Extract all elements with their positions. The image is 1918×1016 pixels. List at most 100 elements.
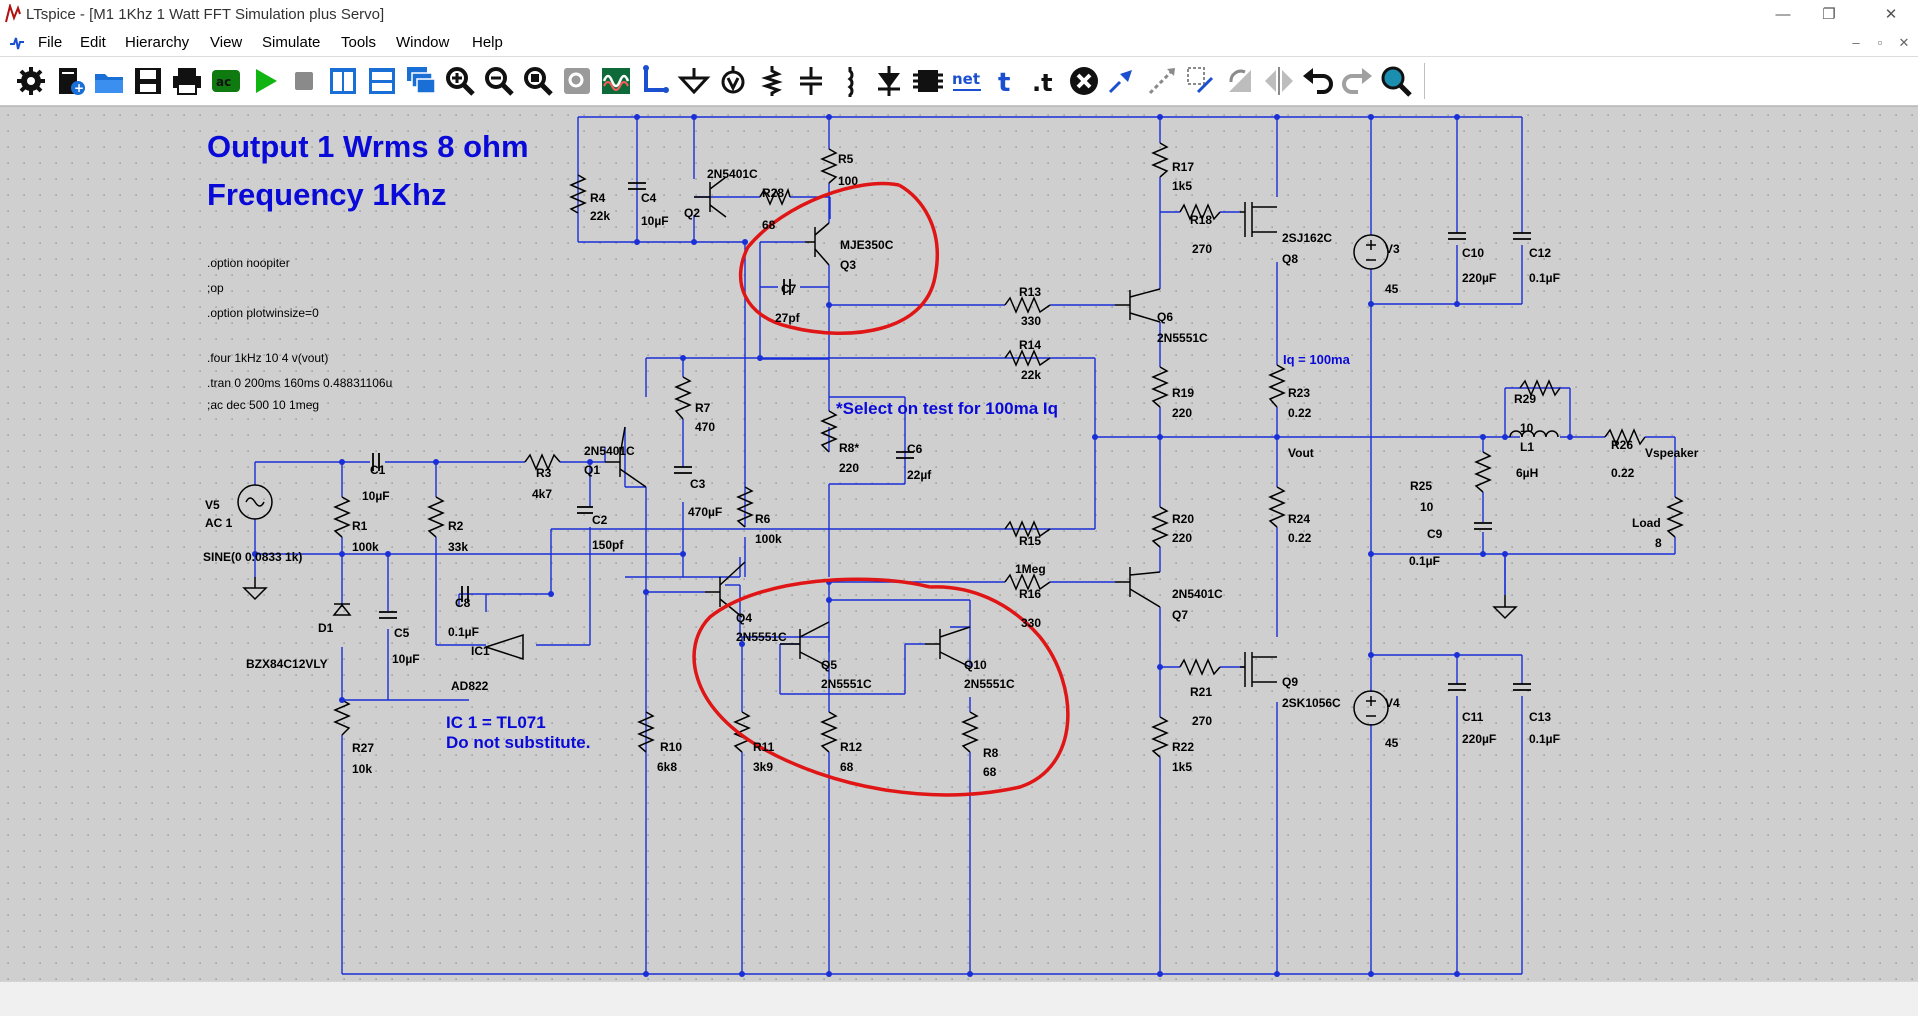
label-Q7-name[interactable]: Q7 [1172,608,1188,622]
menu-tools[interactable]: Tools [341,34,377,51]
tile-vertical-icon[interactable] [326,64,360,98]
menu-file[interactable]: File [38,34,63,51]
menu-edit[interactable]: Edit [80,34,106,51]
label-R20-name[interactable]: R20 [1172,512,1194,526]
label-C2-value[interactable]: 150pf [592,538,624,552]
label-R28-value[interactable]: 68 [762,218,776,232]
label-R18-name[interactable]: R18 [1190,213,1212,227]
label-R8star-value[interactable]: 220 [839,461,859,475]
label-Q1-part[interactable]: 2N5401C [584,444,635,458]
note-iq[interactable]: Iq = 100ma [1283,352,1351,367]
label-C10-value[interactable]: 220µF [1462,271,1496,285]
label-R23-name[interactable]: R23 [1288,386,1310,400]
schematic-doc-icon[interactable] [8,34,26,52]
label-Q8-part[interactable]: 2SJ162C [1282,231,1332,245]
label-C8-name[interactable]: C8 [455,596,471,610]
find-icon[interactable] [1379,64,1413,98]
label-R19-value[interactable]: 220 [1172,406,1192,420]
schematic-drawing[interactable]: Output 1 Wrms 8 ohm Frequency 1Khz .opti… [0,107,1918,981]
label-C13-value[interactable]: 0.1µF [1529,732,1560,746]
label-Q4-part[interactable]: 2N5551C [736,630,787,644]
ltspice-app-icon[interactable] [4,4,22,24]
label-load-value[interactable]: 8 [1655,536,1662,550]
label-Q7-part[interactable]: 2N5401C [1172,587,1223,601]
zoom-out-icon[interactable] [482,64,516,98]
label-R2-value[interactable]: 33k [448,540,468,554]
component-icon[interactable] [911,64,945,98]
label-Q10-name[interactable]: Q10 [964,658,987,672]
label-Q9-part[interactable]: 2SK1056C [1282,696,1341,710]
label-R14-name[interactable]: R14 [1019,338,1041,352]
label-C6-value[interactable]: 22µf [907,468,932,482]
label-R21-name[interactable]: R21 [1190,685,1212,699]
spice-directive-icon[interactable]: .t [1028,64,1062,98]
window-close-button[interactable]: ✕ [1884,6,1898,23]
label-V3-name[interactable]: V3 [1385,242,1400,256]
halt-icon[interactable] [287,64,321,98]
spice-directive-noopiter[interactable]: .option noopiter [207,256,290,270]
label-R13-name[interactable]: R13 [1019,285,1041,299]
label-R2-name[interactable]: R2 [448,519,464,533]
label-R8-value[interactable]: 68 [983,765,997,779]
label-R3-name[interactable]: R3 [536,466,552,480]
rotate-icon[interactable] [1223,64,1257,98]
label-C7-value[interactable]: 27pf [775,311,801,325]
label-R21-value[interactable]: 270 [1192,714,1212,728]
label-Q2-part[interactable]: 2N5401C [707,167,758,181]
waveform-icon[interactable] [599,64,633,98]
schematic-canvas[interactable]: Output 1 Wrms 8 ohm Frequency 1Khz .opti… [0,106,1918,981]
document-close-button[interactable]: ✕ [1898,35,1910,50]
label-R29-value[interactable]: 10 [1520,421,1534,435]
tile-horizontal-icon[interactable] [365,64,399,98]
net-label-vspeaker[interactable]: Vspeaker [1645,446,1699,460]
spice-netlist-icon[interactable]: net [950,64,984,98]
label-R27-value[interactable]: 10k [352,762,372,776]
label-R28-name[interactable]: R28 [762,186,784,200]
label-C7-name[interactable]: C7 [781,282,797,296]
label-L1-name[interactable]: L1 [1520,440,1534,454]
spice-directive-ac[interactable]: ;ac dec 500 10 1meg [207,398,319,412]
spice-directive-plotwinsize[interactable]: .option plotwinsize=0 [207,306,319,320]
schematic-title-line1[interactable]: Output 1 Wrms 8 ohm [207,129,529,164]
schematic-title-line2[interactable]: Frequency 1Khz [207,177,446,212]
label-C11-value[interactable]: 220µF [1462,732,1496,746]
label-R11-name[interactable]: R11 [753,740,775,754]
drag-icon[interactable] [1184,64,1218,98]
label-R8star-name[interactable]: R8* [839,441,859,455]
label-R6-value[interactable]: 100k [755,532,782,546]
settings-gear-icon[interactable] [14,64,48,98]
label-Q8-name[interactable]: Q8 [1282,252,1298,266]
label-R25-value[interactable]: 10 [1420,500,1434,514]
label-R4-value[interactable]: 22k [590,209,610,223]
label-R15-name[interactable]: R15 [1019,534,1041,548]
label-R6-name[interactable]: R6 [755,512,771,526]
draw-wire-icon[interactable] [638,64,672,98]
label-C4-name[interactable]: C4 [641,191,657,205]
window-maximize-button[interactable]: ❐ [1822,6,1836,23]
label-R24-value[interactable]: 0.22 [1288,531,1312,545]
label-IC1-part[interactable]: AD822 [451,679,489,693]
label-R17-name[interactable]: R17 [1172,160,1194,174]
label-R25-name[interactable]: R25 [1410,479,1432,493]
label-R16-value[interactable]: 330 [1021,616,1041,630]
label-R12-value[interactable]: 68 [840,760,854,774]
ac-analysis-icon[interactable]: ac [209,64,243,98]
undo-icon[interactable] [1301,64,1335,98]
label-C4-value[interactable]: 10µF [641,214,669,228]
label-R7-value[interactable]: 470 [695,420,715,434]
label-R15-value[interactable]: 1Meg [1015,562,1046,576]
label-R10-value[interactable]: 6k8 [657,760,677,774]
label-R26-value[interactable]: 0.22 [1611,466,1635,480]
delete-icon[interactable] [1067,64,1101,98]
label-R5-name[interactable]: R5 [838,152,854,166]
menu-window[interactable]: Window [396,34,450,51]
text-icon[interactable]: t [989,64,1023,98]
save-icon[interactable] [131,64,165,98]
label-Q3-part[interactable]: MJE350C [840,238,894,252]
label-Q10-part[interactable]: 2N5551C [964,677,1015,691]
label-C2-name[interactable]: C2 [592,513,608,527]
label-V4-name[interactable]: V4 [1385,696,1400,710]
label-V5-sine[interactable]: SINE(0 0.0833 1k) [203,550,302,564]
move-icon[interactable] [1145,64,1179,98]
label-R10-name[interactable]: R10 [660,740,682,754]
